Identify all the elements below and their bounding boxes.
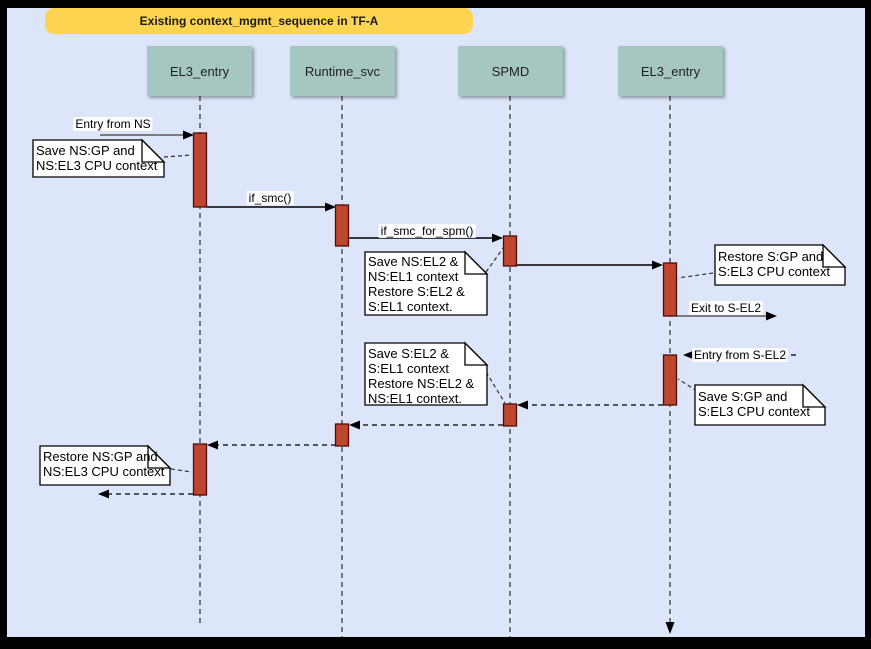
frame-border-bottom [0, 637, 871, 649]
arrowhead-if-smc [325, 202, 336, 212]
arrowhead-if-smc-for-spm [492, 233, 503, 243]
activation-bar-el3-right-2 [662, 354, 678, 406]
arrowhead-spmd-to-el3 [652, 260, 663, 270]
arrowhead-entry-from-ns [183, 130, 194, 140]
activation-bar-spmd-1 [502, 235, 518, 267]
note-shape-save-s-el2 [364, 341, 489, 406]
note-connector-3 [677, 272, 714, 279]
frame-border-left [0, 0, 7, 649]
arrowhead-runtime-to-el3-return [207, 440, 218, 450]
lifeline-end-arrowhead [665, 622, 675, 634]
activation-bar-el3-right-1 [662, 262, 678, 317]
frame-border-top [0, 0, 871, 8]
note-connector-6 [170, 468, 193, 473]
activation-bar-runtime-1 [334, 204, 350, 247]
note-connector-1 [163, 154, 193, 158]
activation-bar-spmd-2 [502, 403, 518, 427]
arrowhead-el3-to-spmd-return [517, 400, 528, 410]
arrowhead-spmd-to-runtime-return [349, 420, 360, 430]
note-connector-2 [485, 246, 505, 273]
note-shape-restore-s-gp [714, 243, 847, 286]
activation-bar-el3-left-2 [192, 443, 208, 496]
arrowhead-entry-from-s-el2 [683, 350, 694, 360]
note-shape-restore-ns-gp [39, 444, 172, 486]
note-connector-4 [485, 371, 506, 404]
note-shape-save-ns-el2 [364, 250, 489, 316]
note-shape-save-ns-gp [32, 138, 166, 178]
note-connector-5 [677, 378, 698, 392]
arrowhead-exit-to-ns-return [98, 489, 109, 499]
note-shape-save-s-gp [694, 383, 827, 426]
frame-border-right [865, 0, 871, 649]
arrowhead-exit-to-s-el2 [766, 311, 777, 321]
activation-bar-el3-left-1 [192, 132, 208, 208]
activation-bar-runtime-2 [334, 423, 350, 447]
